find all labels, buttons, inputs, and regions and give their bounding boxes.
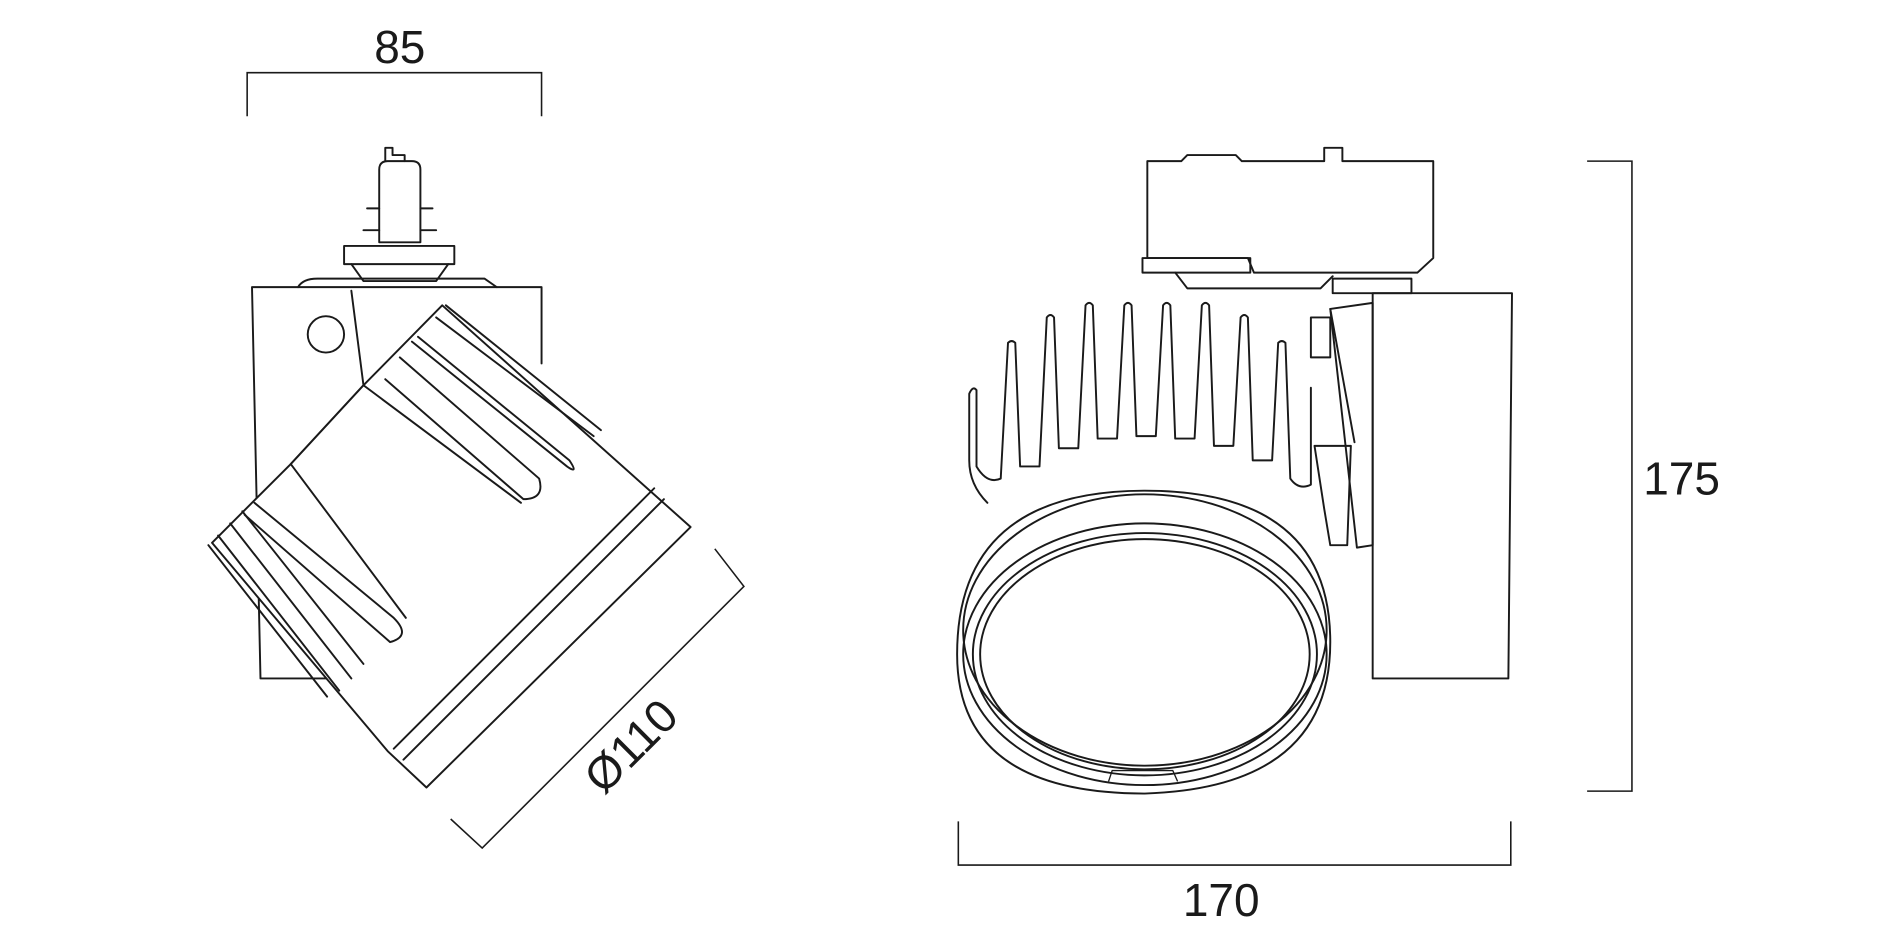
dimension-170: 170 bbox=[957, 821, 1512, 926]
front-view: 85 Ø110 bbox=[207, 21, 745, 850]
side-view: 175 170 bbox=[956, 146, 1720, 926]
spotlight-head bbox=[207, 304, 692, 789]
mounting-bracket bbox=[251, 277, 543, 680]
track-adapter bbox=[343, 146, 456, 283]
dimension-label-85: 85 bbox=[374, 21, 425, 73]
lens-ring bbox=[956, 489, 1332, 795]
dimension-label-175: 175 bbox=[1643, 452, 1720, 504]
dimension-175: 175 bbox=[1587, 160, 1720, 792]
lens bbox=[979, 538, 1311, 771]
screw-hole bbox=[306, 315, 346, 354]
dimension-85: 85 bbox=[246, 21, 543, 117]
heatsink-fins bbox=[968, 301, 1312, 504]
dimension-label-170: 170 bbox=[1183, 874, 1260, 926]
track-adapter-side bbox=[1141, 146, 1435, 295]
dimension-label-110: Ø110 bbox=[574, 689, 688, 803]
mounting-bracket-side bbox=[1309, 292, 1513, 680]
